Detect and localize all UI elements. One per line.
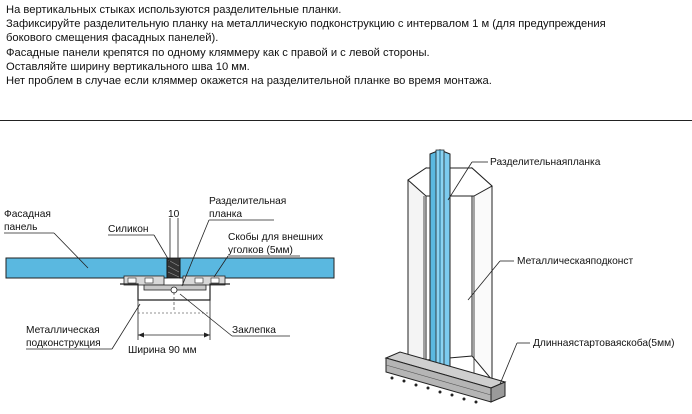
starter-strip-3d-label: Длиннаястартоваяскоба(5мм) bbox=[533, 337, 674, 349]
width-dimension-label: Ширина 90 мм bbox=[128, 345, 197, 356]
corner-clips-label: уголков (5мм) bbox=[228, 245, 293, 256]
rivet-label: Заклепка bbox=[232, 325, 276, 336]
facade-panel-right bbox=[179, 257, 335, 279]
section-view: 10 Ширина 90 мм Фасадная панель bbox=[4, 196, 335, 356]
metal-frame-label: подконструкция bbox=[26, 338, 101, 349]
divider-strip-3d bbox=[429, 149, 451, 379]
instruction-line: Оставляйте ширину вертикального шва 10 м… bbox=[6, 60, 250, 73]
instruction-line: бокового смещения фасадных панелей). bbox=[6, 32, 219, 45]
starter-strip-3d bbox=[384, 351, 507, 404]
instruction-line: Фасадные панели крепятся по одному клямм… bbox=[6, 46, 430, 59]
gap-dimension-label: 10 bbox=[168, 209, 180, 220]
metal-frame-3d-label: Металлическаяподконст bbox=[517, 256, 634, 267]
metal-frame-label: Металлическая bbox=[26, 325, 100, 336]
divider-strip-label: планка bbox=[209, 209, 242, 220]
divider-strip-label: Разделительная bbox=[209, 196, 286, 207]
corner-clips-label: Скобы для внешних bbox=[228, 231, 323, 243]
section-divider bbox=[0, 120, 692, 121]
instruction-line: Нет проблем в случае если кляммер окажет… bbox=[6, 75, 492, 88]
instruction-line: На вертикальных стыках используются разд… bbox=[6, 4, 342, 16]
silicone-label: Силикон bbox=[108, 224, 149, 235]
facade-panel-label: панель bbox=[4, 222, 37, 233]
instruction-line: Зафиксируйте разделительную планку на ме… bbox=[6, 18, 606, 31]
perspective-view: Разделительнаяпланка Металлическаяподкон… bbox=[384, 149, 674, 404]
instructions-text: На вертикальных стыках используются разд… bbox=[6, 3, 690, 88]
facade-panel-label: Фасадная bbox=[4, 209, 51, 220]
facade-panel-left bbox=[5, 257, 168, 279]
divider-strip-3d-label: Разделительнаяпланка bbox=[490, 157, 601, 168]
